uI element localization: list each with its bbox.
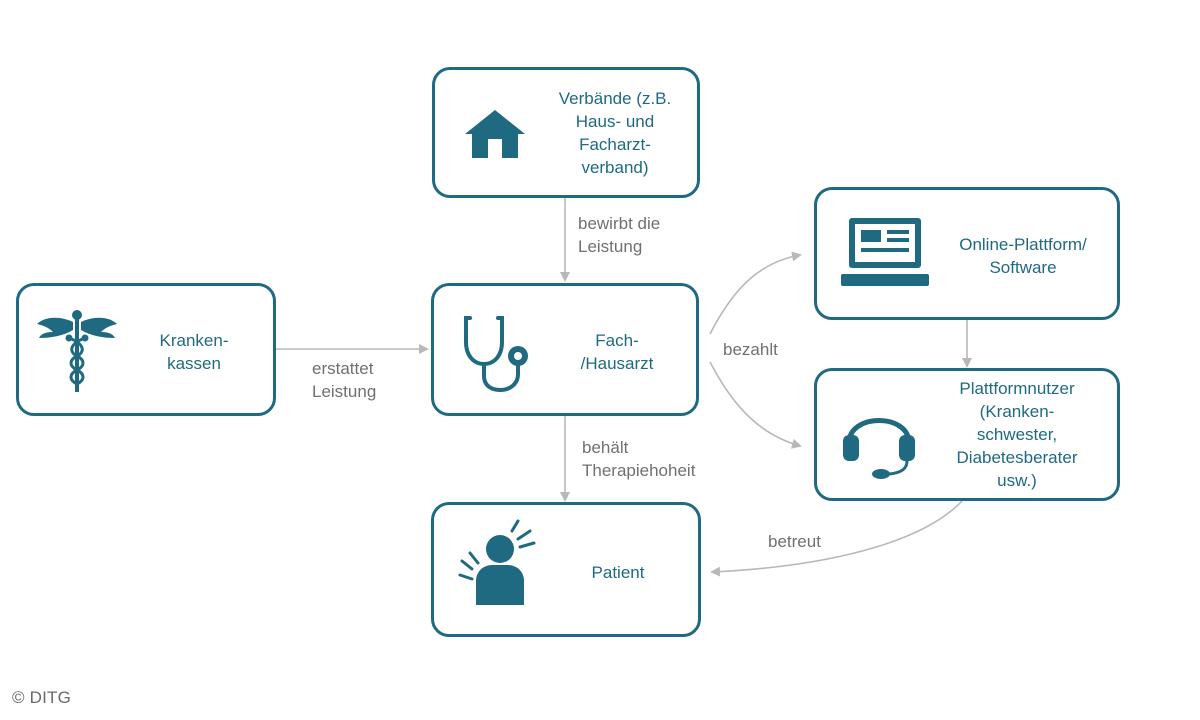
edge-label-betreut: betreut [768,532,821,551]
node-krankenkassen: Kranken- kassen [16,283,276,416]
edge-label-bezahlt: bezahlt [723,340,778,359]
edge-nutzer-patient [710,500,963,577]
edge-label-erstattet: erstattet Leistung [312,359,377,401]
node-plattform: Online-Plattform/ Software [814,187,1120,320]
node-plattform-label: Online-Plattform/ Software [959,235,1087,277]
house-icon [465,110,525,158]
copyright-text: © DITG [12,688,72,707]
person-alert-icon [458,519,536,605]
node-verbaende: Verbände (z.B. Haus- und Facharzt- verba… [432,67,700,198]
node-arzt: Fach- /Hausarzt [431,283,699,416]
node-nutzer: Plattformnutzer (Kranken- schwester, Dia… [814,368,1120,501]
node-arzt-label: Fach- /Hausarzt [580,331,654,373]
edge-arzt-plattform [709,251,802,335]
node-verbaende-label: Verbände (z.B. Haus- und Facharzt- verba… [558,89,672,177]
edge-label-bewirbt: bewirbt die Leistung [578,214,661,256]
node-patient-label: Patient [591,563,645,582]
edge-arzt-nutzer [709,361,802,449]
headset-icon [843,418,915,479]
node-krankenkassen-label: Kranken- kassen [159,331,229,373]
caduceus-icon [37,310,117,392]
stethoscope-icon [464,316,528,393]
laptop-icon [841,218,929,286]
node-nutzer-label: Plattformnutzer (Kranken- schwester, Dia… [956,379,1078,490]
edge-label-behaelt: behält Therapiehoheit [582,438,696,480]
node-patient: Patient [431,502,701,637]
